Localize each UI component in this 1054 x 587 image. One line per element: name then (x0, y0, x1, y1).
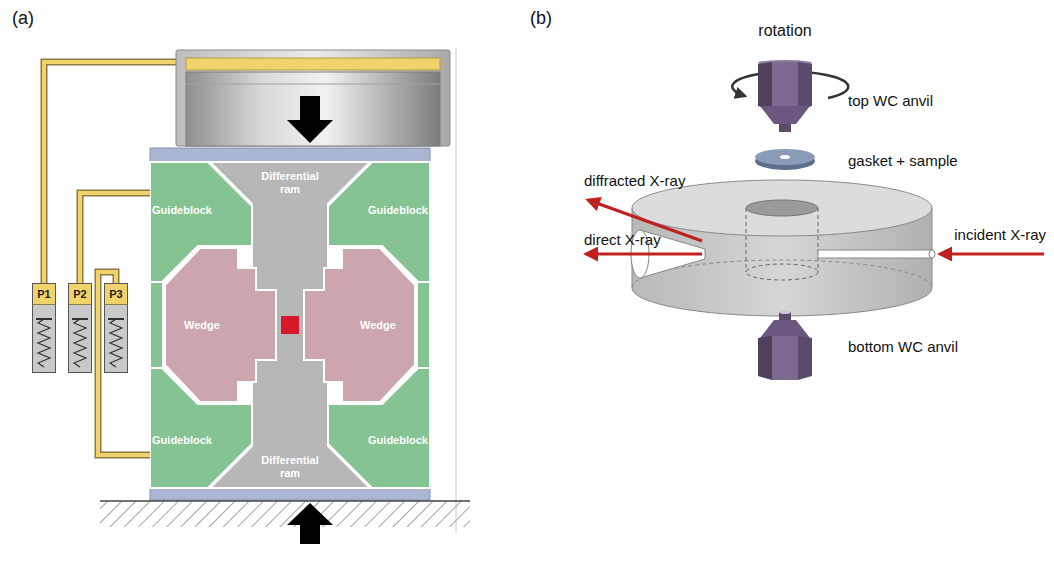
direct-beam (586, 253, 702, 256)
bottom-anvil-part (779, 310, 791, 314)
gasket-part (755, 149, 815, 165)
pump-box: P1 (32, 283, 56, 373)
platen (150, 148, 430, 162)
bottom-anvil (758, 310, 812, 380)
part-label: gasket + sample (848, 152, 958, 169)
sample-cell (281, 316, 299, 334)
panel-letter: (a) (12, 8, 34, 29)
part-label: direct X-ray (584, 231, 661, 248)
guideblock-box: Guideblock (366, 400, 430, 480)
load-arrow (287, 96, 333, 143)
panel-border (456, 48, 457, 532)
gasket (755, 149, 815, 170)
spring-symbol (105, 305, 127, 371)
part-label: top WC anvil (848, 92, 933, 109)
ddia-assembly (150, 162, 430, 488)
spring-symbol (33, 305, 55, 371)
cell-cylinder-part (746, 200, 818, 216)
pump-head: P2 (69, 284, 91, 305)
top-anvil (758, 60, 812, 132)
bottom-anvil-part (758, 336, 772, 380)
pump-label: P3 (109, 288, 122, 301)
spring (38, 319, 50, 367)
guideblock-box: Guideblock (366, 170, 430, 250)
guideblock-shape (417, 282, 430, 368)
ground (100, 501, 470, 544)
top-anvil-part (772, 62, 798, 110)
wedge-shape (304, 248, 415, 402)
guideblock-label: Guideblock (152, 204, 212, 217)
press-ram-part (186, 72, 440, 146)
spring (74, 319, 86, 367)
cell-cylinder-part (818, 250, 932, 258)
cell-cylinder-part (746, 264, 818, 280)
wedge-label: Wedge (360, 319, 396, 332)
top-anvil-part (758, 62, 772, 110)
pump-label: P2 (73, 288, 86, 301)
top-anvil-part (760, 106, 810, 124)
ground-part (100, 500, 470, 502)
spring (110, 319, 122, 367)
cell-cylinder-part (746, 208, 747, 272)
cell-cylinder (631, 180, 935, 316)
guideblock-shape (150, 282, 163, 368)
pump-head: P3 (105, 284, 127, 305)
oil-line-core (98, 272, 150, 455)
guideblock-label: Guideblock (152, 434, 212, 447)
differential-ram-label: Differential ram (252, 170, 328, 196)
cell-cylinder-part (818, 208, 819, 272)
pump-box: P3 (104, 283, 128, 373)
pump-head: P1 (33, 284, 55, 305)
differential-ram-label: Differential ram (252, 454, 328, 480)
oil-line-outline (98, 272, 150, 455)
part-label: rotation (758, 22, 811, 40)
ground-part (100, 501, 470, 527)
bottom-anvil-part (760, 320, 810, 338)
top-anvil-part (779, 124, 791, 132)
spring-symbol (69, 305, 91, 371)
guideblock-label: Guideblock (368, 434, 428, 447)
wedge-shape (165, 248, 276, 402)
bottom-anvil-part (798, 336, 812, 380)
guideblock-box: Guideblock (150, 400, 214, 480)
load-arrow (287, 503, 333, 544)
wedge-box: Wedge (178, 315, 226, 335)
wedge-box: Wedge (354, 315, 402, 335)
guideblock-label: Guideblock (368, 204, 428, 217)
guideblock-box: Guideblock (150, 170, 214, 250)
part-label: bottom WC anvil (848, 338, 958, 355)
press-ram-part (186, 58, 440, 70)
pump-box: P2 (68, 283, 92, 373)
top-anvil-part (798, 62, 812, 110)
wedge-label: Wedge (184, 319, 220, 332)
pump-label: P1 (37, 288, 50, 301)
oil-line (98, 272, 150, 455)
press-ram (176, 50, 450, 146)
press-ram-part (186, 84, 440, 85)
gasket-part (780, 155, 790, 159)
incident-beam (940, 253, 1044, 256)
part-label: diffracted X-ray (584, 172, 685, 189)
cell-cylinder-part (929, 250, 935, 258)
differential-ram-box: Differential ram (252, 166, 328, 200)
panel-letter: (b) (530, 8, 552, 29)
bottom-anvil-part (772, 336, 798, 380)
platen (150, 488, 430, 500)
press-ram-part (176, 50, 450, 146)
part-label: incident X-ray (954, 226, 1046, 243)
differential-ram-box: Differential ram (252, 450, 328, 484)
